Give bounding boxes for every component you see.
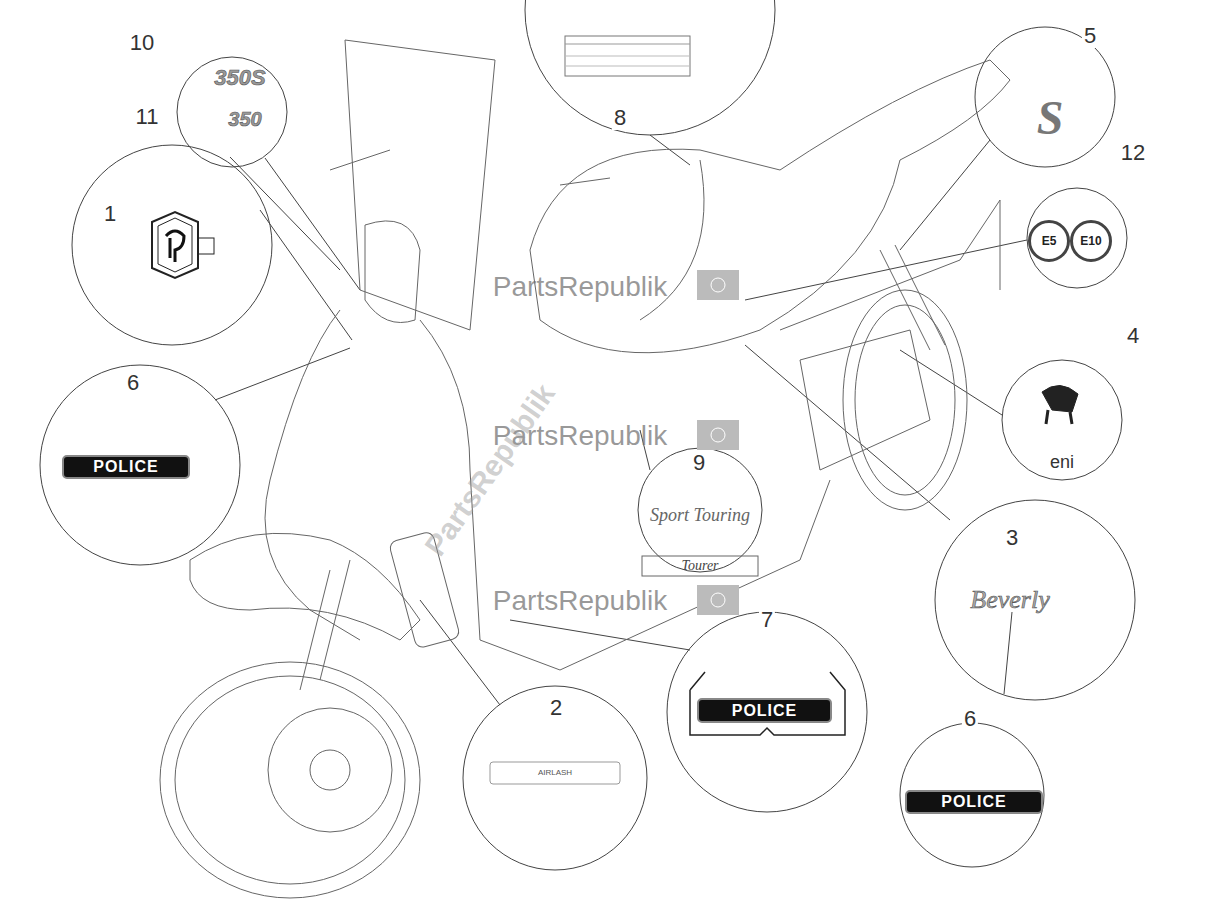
decal-text: Sport Touring: [650, 506, 750, 524]
callout-number: 10: [128, 31, 156, 55]
watermark: PartsRepublik: [493, 587, 667, 615]
decal-text: POLICE: [93, 458, 159, 476]
callout-number: 7: [759, 608, 775, 632]
decal-text: Beverly: [970, 587, 1049, 613]
callout-number: 3: [1004, 526, 1020, 550]
callout-number: 11: [134, 105, 161, 129]
callout-number: 1: [102, 202, 118, 226]
callout-number: 6: [125, 371, 141, 395]
callout-number: 9: [691, 451, 707, 475]
police-badge: POLICE: [62, 455, 190, 479]
decal-text: S: [1037, 94, 1064, 142]
decal-text: 350: [228, 109, 261, 129]
watermark: PartsRepublik: [493, 273, 667, 301]
decal-text: eni: [1050, 453, 1074, 471]
watermark: PartsRepublik: [420, 379, 560, 561]
callout-number: 2: [548, 696, 564, 720]
police-badge: POLICE: [697, 698, 832, 723]
decal-text: POLICE: [732, 702, 798, 720]
fuel-label-circle: E5: [1028, 220, 1070, 262]
fuel-label-circle: E10: [1070, 220, 1112, 262]
decal-text: POLICE: [941, 793, 1007, 811]
callout-number: 4: [1125, 324, 1141, 348]
callout-number: 8: [612, 106, 628, 130]
callout-number: 5: [1082, 24, 1098, 48]
decal-text: E5: [1042, 234, 1057, 248]
decal-text: Tourer: [681, 559, 718, 573]
decal-text: E10: [1080, 234, 1101, 248]
decal-text: 350S: [214, 67, 265, 89]
decal-text: AIRLASH: [538, 769, 572, 777]
callout-number: 12: [1119, 141, 1147, 165]
callout-number: 6: [962, 707, 978, 731]
police-badge: POLICE: [905, 790, 1043, 814]
